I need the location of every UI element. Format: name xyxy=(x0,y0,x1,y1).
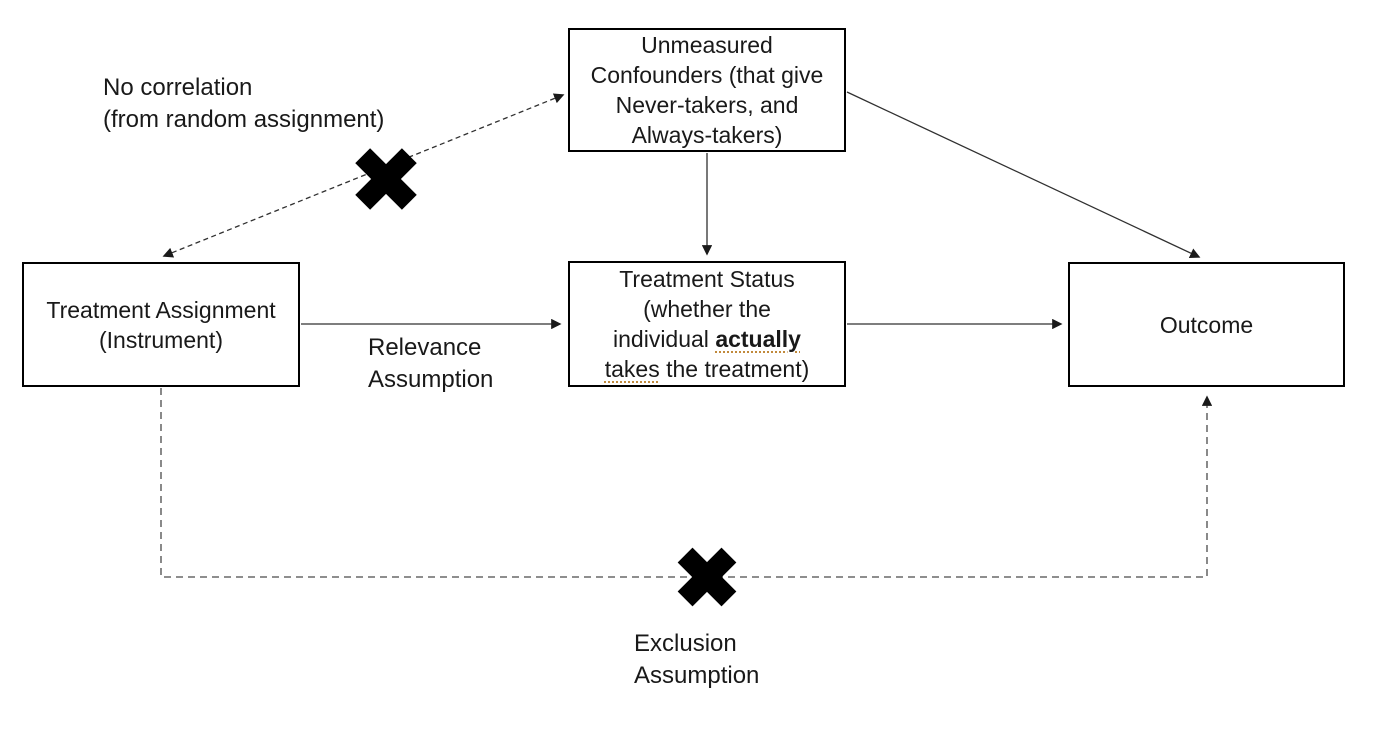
label-relevance-assumption: Relevance Assumption xyxy=(368,332,493,396)
label-no-correlation: No correlation (from random assignment) xyxy=(103,72,384,136)
node-outcome: Outcome xyxy=(1068,262,1345,387)
label-exclusion-assumption: Exclusion Assumption xyxy=(634,628,759,692)
edge-no-correlation-dashed-arrow xyxy=(162,93,565,258)
node-text-line: Treatment Status xyxy=(619,266,795,292)
node-text-fragment: takes xyxy=(604,356,660,382)
node-treatment-status: Treatment Status (whether the individual… xyxy=(568,261,846,387)
label-text-line: Assumption xyxy=(634,662,760,689)
label-text-line: (from random assignment) xyxy=(103,106,385,133)
edge-confounders-to-outcome-arrow xyxy=(846,91,1201,258)
exclusion-heavy-x-icon xyxy=(677,547,737,607)
no-correlation-heavy-x-icon xyxy=(355,148,417,210)
node-text-fragment: the treatment) xyxy=(659,356,810,382)
node-text-line: Never-takers, and xyxy=(615,92,799,118)
node-text-line: Treatment Assignment xyxy=(46,296,276,323)
node-text-line: Confounders (that give xyxy=(590,62,824,88)
node-text-line: takes the treatment) xyxy=(605,354,810,384)
label-text-line: Relevance xyxy=(368,334,482,361)
label-text-line: Assumption xyxy=(368,366,494,393)
edge-exclusion-dashed-arrow xyxy=(160,388,1213,578)
node-text-line: Unmeasured xyxy=(641,32,773,58)
node-text-line: (Instrument) xyxy=(99,326,223,353)
node-unmeasured-confounders: Unmeasured Confounders (that give Never-… xyxy=(568,28,846,152)
node-text-line: individual actually xyxy=(613,324,801,354)
node-text-bold-fragment: actually xyxy=(715,326,801,352)
node-text-line: (whether the xyxy=(643,296,771,322)
label-text-line: Exclusion xyxy=(634,630,737,657)
node-text-fragment: individual xyxy=(613,326,716,352)
node-text-line: Always-takers) xyxy=(631,122,783,148)
node-text-line: Outcome xyxy=(1159,311,1254,338)
node-treatment-assignment: Treatment Assignment (Instrument) xyxy=(22,262,300,387)
label-text-line: No correlation xyxy=(103,74,253,101)
